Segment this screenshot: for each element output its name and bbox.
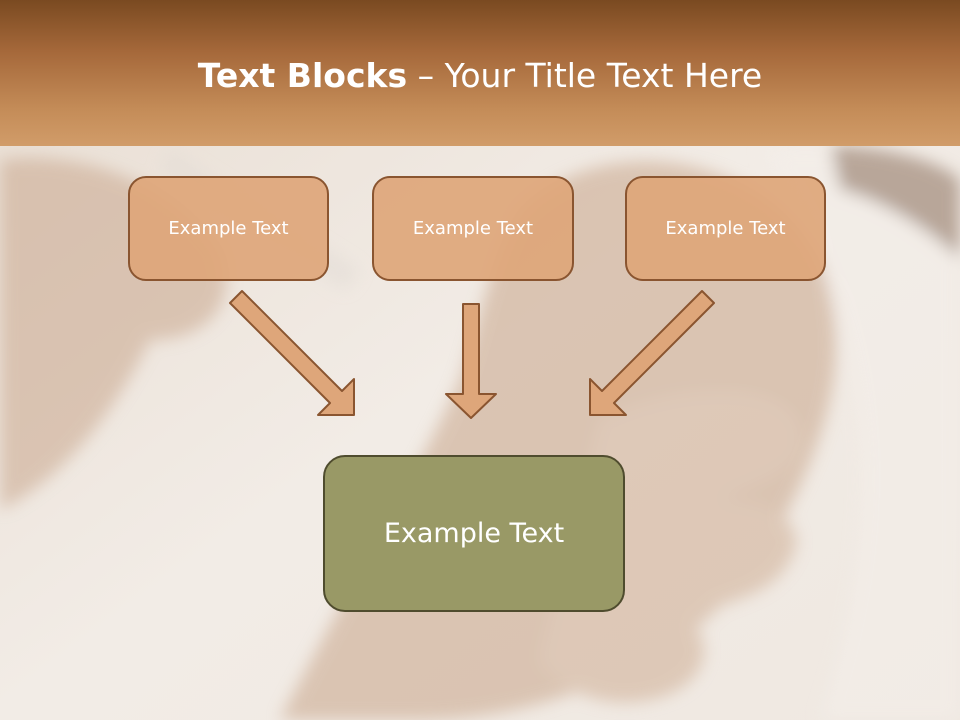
title-bold: Text Blocks xyxy=(197,56,408,95)
text-block-3[interactable]: Example Text xyxy=(625,176,826,281)
text-block-2-label: Example Text xyxy=(412,218,534,239)
main-text-block[interactable]: Example Text xyxy=(323,455,625,612)
title-rest: Your Title Text Here xyxy=(444,56,763,95)
text-block-2[interactable]: Example Text xyxy=(372,176,574,281)
title-dash: – xyxy=(407,56,445,95)
main-text-block-label: Example Text xyxy=(383,518,565,549)
text-block-3-label: Example Text xyxy=(665,218,786,239)
title-bar xyxy=(0,0,960,146)
text-block-1[interactable]: Example Text xyxy=(128,176,329,281)
page-title: Text Blocks – Your Title Text Here xyxy=(0,54,960,98)
text-block-1-label: Example Text xyxy=(168,218,289,239)
